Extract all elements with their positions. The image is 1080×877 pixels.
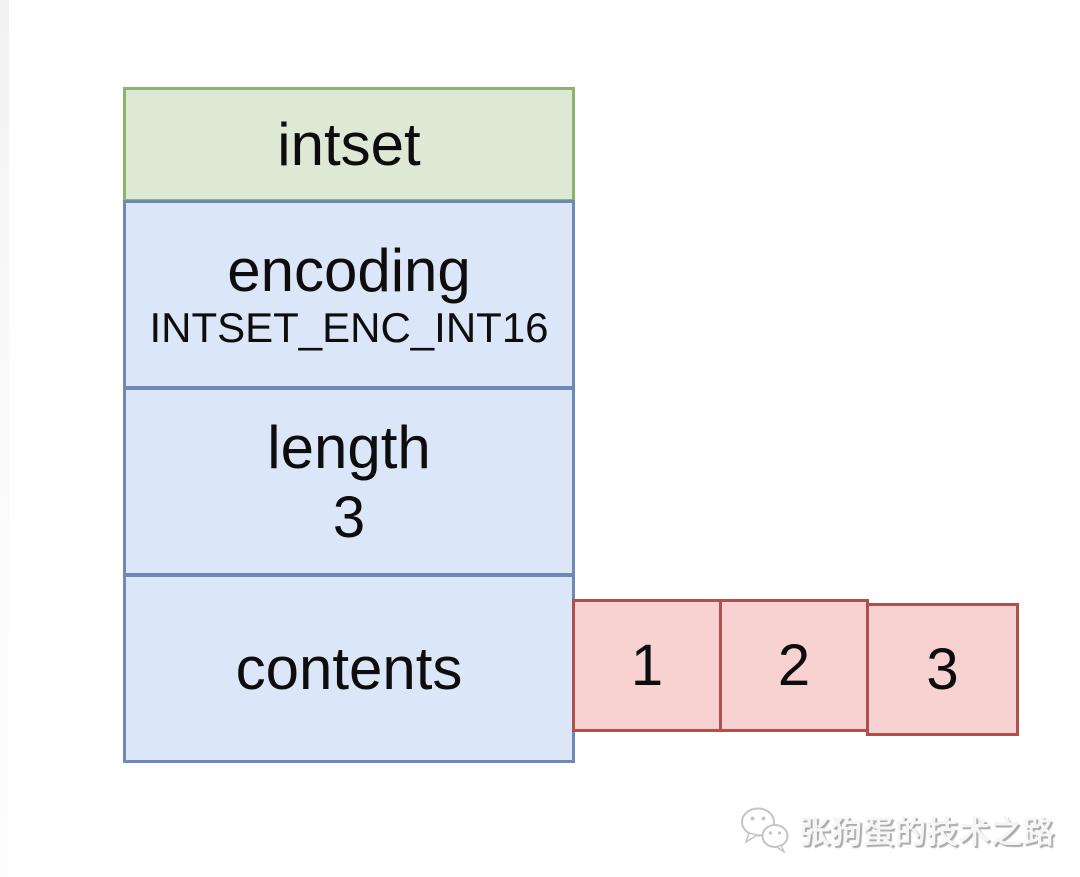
- length-cell: length 3: [123, 387, 575, 576]
- encoding-cell: encoding INTSET_ENC_INT16: [123, 200, 575, 389]
- contents-item-1-value: 1: [630, 633, 664, 698]
- contents-item-2: 2: [719, 599, 869, 732]
- contents-item-1: 1: [572, 599, 722, 732]
- intset-header-cell: intset: [123, 87, 575, 202]
- watermark-text: 张狗蛋的技术之路: [799, 814, 1055, 850]
- contents-field-name: contents: [235, 634, 463, 702]
- length-field-value: 3: [332, 484, 366, 550]
- contents-item-3-value: 3: [926, 637, 959, 702]
- intset-label: intset: [277, 110, 421, 178]
- contents-cell: contents: [123, 574, 575, 763]
- wechat-icon: [738, 805, 792, 853]
- watermark: 张狗蛋的技术之路: [738, 803, 1055, 855]
- length-field-name: length: [267, 413, 431, 481]
- contents-item-3: 3: [866, 603, 1019, 736]
- encoding-field-value: INTSET_ENC_INT16: [149, 303, 549, 351]
- contents-item-2-value: 2: [777, 633, 811, 698]
- left-edge-strip: [0, 0, 9, 877]
- encoding-field-name: encoding: [227, 236, 471, 304]
